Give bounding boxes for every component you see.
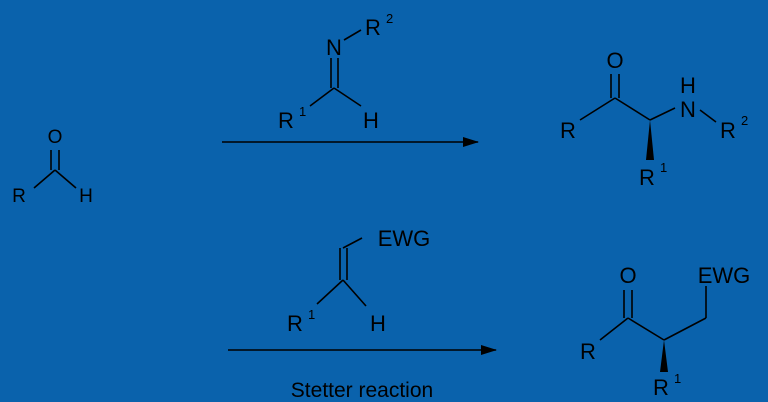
aldehyde-oxygen: O [48, 127, 63, 148]
aminoketone-nh-hydrogen: H [680, 73, 696, 98]
imine-r2-superscript: 2 [386, 11, 393, 26]
stetter-r1-superscript: 1 [674, 371, 681, 386]
alkene-r1-superscript: 1 [308, 307, 315, 322]
stetter-oxygen: O [619, 263, 636, 288]
aldehyde-hydrogen: H [79, 186, 93, 207]
aminoketone-r1-superscript: 1 [660, 160, 667, 175]
imine-r2-group: R [365, 15, 381, 40]
aminoketone-nitrogen: N [680, 97, 696, 122]
imine-hydrogen: H [363, 108, 379, 133]
stetter-reaction-label: Stetter reaction [291, 379, 433, 402]
aldehyde-r-group: R [12, 186, 26, 207]
imine-r1-group: R [278, 108, 294, 133]
aminoketone-r2-superscript: 2 [741, 113, 748, 128]
alkene-r1-group: R [287, 311, 303, 336]
alkene-reagent: EWG R 1 H [287, 226, 430, 336]
alkene-hydrogen: H [370, 311, 386, 336]
aminoketone-r2-group: R [720, 118, 736, 143]
stetter-r1-group: R [653, 375, 669, 400]
alkene-ewg-group: EWG [378, 226, 431, 251]
aminoketone-oxygen: O [606, 48, 623, 73]
stetter-product: O EWG R R 1 [580, 263, 750, 400]
aminoketone-product: O R N H R 2 R 1 [560, 48, 748, 190]
aminoketone-r-group: R [560, 118, 576, 143]
stetter-ewg-group: EWG [698, 263, 751, 288]
aldehyde-structure: O R H [12, 127, 93, 207]
imine-r1-superscript: 1 [299, 104, 306, 119]
imine-nitrogen: N [326, 35, 342, 60]
aminoketone-r1-group: R [639, 165, 655, 190]
stetter-r-group: R [580, 339, 596, 364]
imine-reagent: N R 2 R 1 H [278, 11, 393, 133]
